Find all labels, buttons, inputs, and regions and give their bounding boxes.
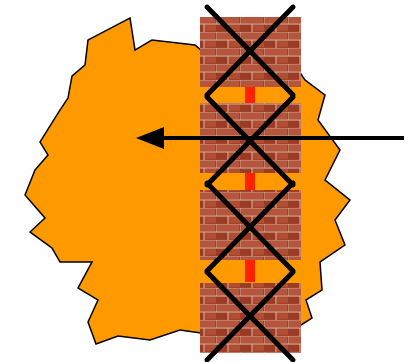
crossed-out-mark bbox=[204, 4, 296, 98]
crossed-out-mark bbox=[204, 269, 296, 362]
crossed-out-mark bbox=[204, 180, 296, 274]
orange-region-shape bbox=[24, 16, 352, 346]
left-arrow-icon bbox=[136, 127, 404, 149]
connector bbox=[245, 85, 255, 105]
connector bbox=[245, 258, 255, 282]
crossed-out-mark bbox=[204, 94, 296, 188]
connector bbox=[245, 172, 255, 192]
